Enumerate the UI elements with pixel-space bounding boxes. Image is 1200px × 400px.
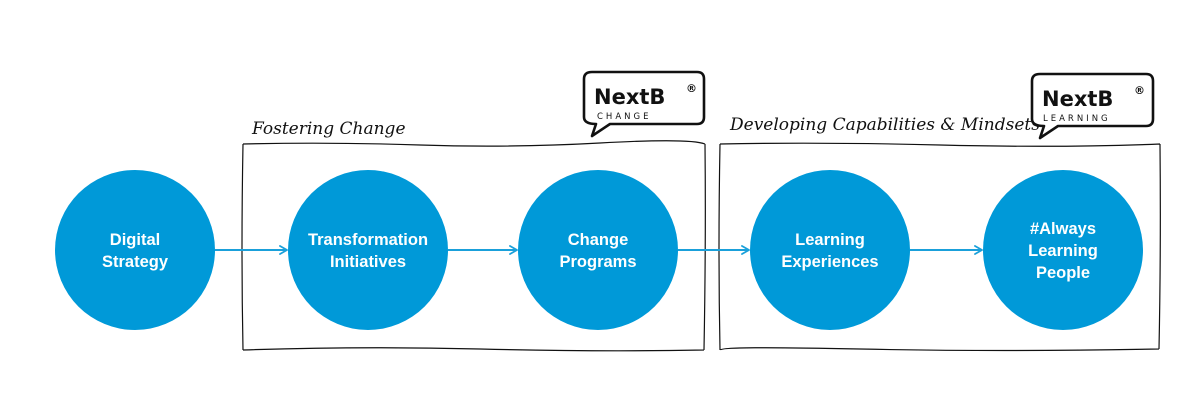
group-frame-developing-capabilities xyxy=(718,142,1161,352)
badge-nextb-learning: NextB ® LEARNING xyxy=(1030,72,1155,140)
node-label-line: Digital xyxy=(110,231,160,249)
badge-registered-mark: ® xyxy=(686,82,697,95)
group-fostering-change: Fostering Change xyxy=(241,119,706,352)
node-label-line: Learning xyxy=(1028,242,1098,260)
node-label-line: People xyxy=(1036,264,1090,282)
node-circle xyxy=(983,170,1143,330)
node-label-line: Strategy xyxy=(102,253,169,271)
badge-subtitle: CHANGE xyxy=(597,112,651,122)
node-label-line: Initiatives xyxy=(330,253,406,271)
group-frame-fostering-change xyxy=(241,140,706,352)
node-label-line: Learning xyxy=(795,231,865,249)
node-circle xyxy=(750,170,910,330)
badge-registered-mark: ® xyxy=(1134,84,1145,97)
speech-bubble-icon xyxy=(582,70,706,138)
node-label-line: #Always xyxy=(1030,220,1096,238)
badge-nextb-change: NextB ® CHANGE xyxy=(582,70,706,138)
speech-bubble-icon xyxy=(1030,72,1155,140)
group-label-developing-capabilities: Developing Capabilities & Mindsets xyxy=(729,115,1040,135)
node-label-line: Experiences xyxy=(781,253,878,271)
badge-subtitle: LEARNING xyxy=(1043,114,1111,124)
node-label-line: Programs xyxy=(559,253,636,271)
node-circle xyxy=(288,170,448,330)
node-circle xyxy=(55,170,215,330)
node-label-line: Transformation xyxy=(308,231,428,249)
group-label-fostering-change: Fostering Change xyxy=(251,119,406,139)
node-label-line: Change xyxy=(568,231,629,249)
group-developing-capabilities: Developing Capabilities & Mindsets xyxy=(718,115,1161,352)
badge-brand: NextB xyxy=(594,85,665,109)
node-circle xyxy=(518,170,678,330)
badge-brand: NextB xyxy=(1042,87,1113,111)
